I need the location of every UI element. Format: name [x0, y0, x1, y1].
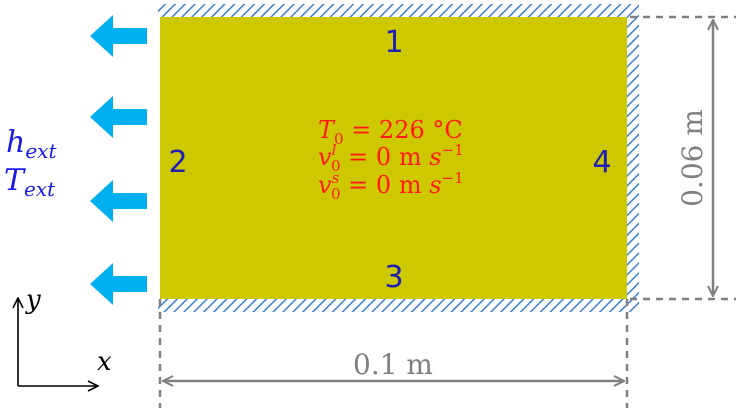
hatch-top-wall [158, 4, 630, 17]
external-temperature-label: Text [4, 163, 56, 201]
liquid-velocity-unit: s [429, 143, 441, 171]
solid-velocity-sub: 0 [331, 185, 341, 203]
hatch-bottom-wall [158, 299, 630, 312]
solid-velocity-sup: s [332, 169, 340, 187]
initial-temperature: T0 = 226 °C [318, 116, 463, 148]
y-axis-label: y [25, 285, 41, 315]
liquid-velocity-sub: 0 [331, 157, 341, 175]
initial-temperature-eq: = 226 °C [344, 116, 463, 144]
h-symbol: h [6, 125, 25, 160]
edge-label-bottom: 3 [384, 260, 403, 295]
heat-flux-arrow-2 [90, 96, 147, 138]
t-symbol: T [4, 163, 26, 198]
edge-label-right: 4 [592, 145, 611, 180]
heat-transfer-coefficient-label: hext [6, 125, 57, 163]
hatch-right-wall [627, 4, 639, 312]
solid-velocity-exp: −1 [442, 169, 464, 187]
heat-flux-arrow-3 [90, 180, 147, 222]
width-dimension-label: 0.1 m [353, 348, 433, 381]
liquid-velocity-eq: = 0 m [341, 143, 430, 171]
heat-flux-arrow-4 [90, 263, 147, 305]
liquid-velocity-symbol: v [318, 143, 332, 171]
edge-label-left: 2 [168, 145, 187, 180]
domain-rectangle [160, 17, 627, 299]
t-sub: ext [24, 177, 56, 201]
heat-flux-arrows [90, 15, 147, 305]
height-dimension-label: 0.06 m [676, 109, 709, 207]
edge-label-top: 1 [384, 25, 403, 60]
liquid-velocity-exp: −1 [442, 141, 464, 159]
liquid-velocity-sup: l [332, 141, 337, 159]
h-sub: ext [25, 139, 57, 163]
initial-temperature-sub: 0 [334, 130, 344, 148]
initial-temperature-symbol: T [318, 116, 336, 144]
heat-flux-arrow-1 [90, 15, 147, 57]
solid-velocity-symbol: v [318, 171, 332, 199]
solid-velocity-unit: s [429, 171, 441, 199]
x-axis-label: x [97, 347, 112, 377]
solid-velocity-eq: = 0 m [341, 171, 430, 199]
